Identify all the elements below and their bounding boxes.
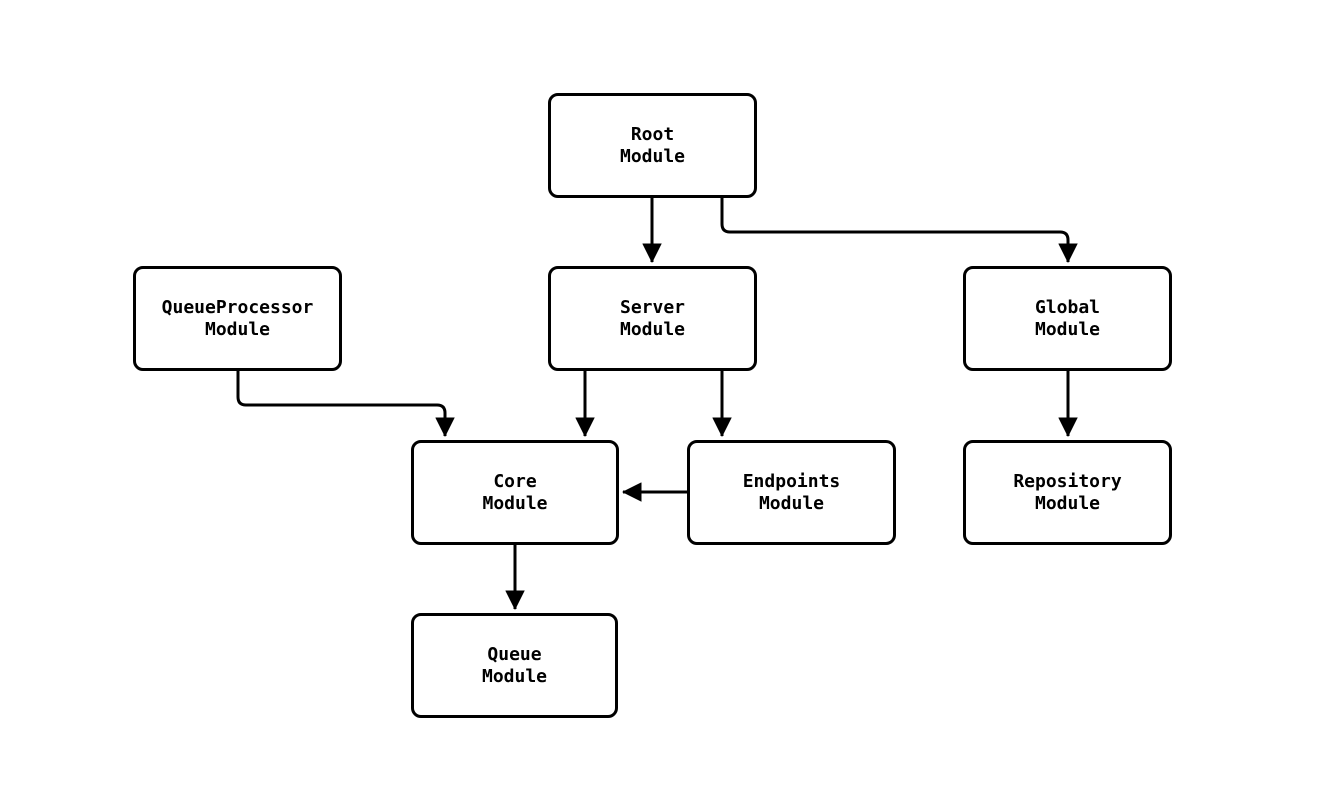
edge-queueprocessor-to-core (236, 371, 455, 437)
node-core-module: Core Module (411, 440, 619, 545)
node-core-module-label: Core Module (482, 470, 548, 514)
node-queue-module: Queue Module (411, 613, 618, 718)
node-server-module: Server Module (548, 266, 757, 371)
node-server-module-label: Server Module (619, 296, 686, 340)
node-global-module-label: Global Module (1034, 296, 1101, 340)
node-queue-module-label: Queue Module (481, 643, 548, 687)
node-endpoints-module-label: Endpoints Module (742, 470, 841, 514)
node-endpoints-module: Endpoints Module (687, 440, 896, 545)
node-repository-module: Repository Module (963, 440, 1172, 545)
node-queueprocessor-module-label: QueueProcessor Module (161, 296, 314, 340)
node-queueprocessor-module: QueueProcessor Module (133, 266, 342, 371)
node-global-module: Global Module (963, 266, 1172, 371)
edge-root-to-global (720, 198, 1078, 263)
node-repository-module-label: Repository Module (1013, 470, 1122, 514)
node-root-module-label: Root Module (619, 123, 686, 167)
node-root-module: Root Module (548, 93, 757, 198)
